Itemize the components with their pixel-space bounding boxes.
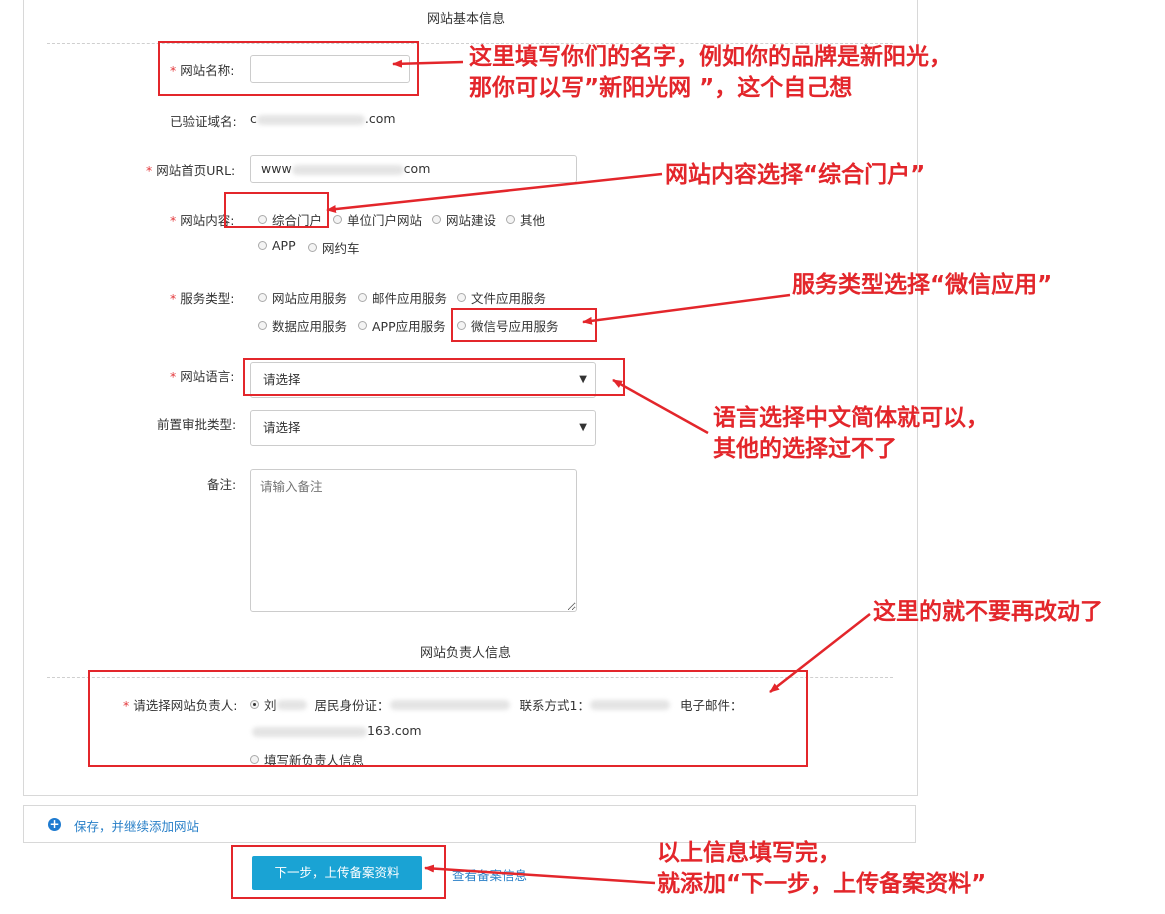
radio-icon xyxy=(250,755,259,764)
site-name-input[interactable] xyxy=(250,55,410,83)
annotation-box-language xyxy=(243,358,625,396)
section-divider xyxy=(47,43,893,44)
annotation-box-site-name xyxy=(158,41,419,96)
pre-approval-label: 前置审批类型: xyxy=(157,417,237,432)
content-option-app[interactable]: APP xyxy=(258,238,296,253)
content-option-site-building[interactable]: 网站建设 xyxy=(432,210,496,229)
service-type-label: *服务类型: xyxy=(170,291,235,306)
form-panel xyxy=(23,0,918,796)
radio-icon xyxy=(308,243,317,252)
radio-icon xyxy=(358,293,367,302)
content-option-org-portal[interactable]: 单位门户网站 xyxy=(333,210,422,229)
radio-icon xyxy=(333,215,342,224)
site-language-select[interactable]: 请选择 ▼ xyxy=(250,362,596,398)
owner-option-existing[interactable]: 刘 居民身份证： 联系方式1： 电子邮件： xyxy=(250,695,743,714)
site-content-label: *网站内容: xyxy=(170,213,235,228)
radio-icon xyxy=(457,321,466,330)
next-step-button[interactable]: 下一步，上传备案资料 xyxy=(252,856,422,890)
radio-icon xyxy=(258,321,267,330)
owner-select-label: *请选择网站负责人: xyxy=(123,698,238,713)
service-option-file[interactable]: 文件应用服务 xyxy=(457,288,546,307)
section-divider xyxy=(47,677,893,678)
chevron-down-icon: ▼ xyxy=(579,422,587,433)
service-option-web[interactable]: 网站应用服务 xyxy=(258,288,347,307)
service-option-mail[interactable]: 邮件应用服务 xyxy=(358,288,447,307)
radio-icon xyxy=(250,700,259,709)
radio-icon xyxy=(506,215,515,224)
annotation-box-owner xyxy=(88,670,808,767)
owner-info-title: 网站负责人信息 xyxy=(420,646,512,661)
homepage-url-label: *网站首页URL: xyxy=(146,163,236,178)
radio-icon xyxy=(457,293,466,302)
language-note: 语言选择中文简体就可以， 其他的选择过不了 xyxy=(713,405,989,462)
radio-icon xyxy=(432,215,441,224)
chevron-down-icon: ▼ xyxy=(579,374,587,385)
content-option-portal[interactable]: 综合门户 xyxy=(258,210,322,229)
content-option-other[interactable]: 其他 xyxy=(506,210,545,229)
owner-note: 这里的就不要再改动了 xyxy=(873,599,1103,625)
content-option-ride-hailing[interactable]: 网约车 xyxy=(308,238,360,257)
service-option-data[interactable]: 数据应用服务 xyxy=(258,316,347,335)
radio-icon xyxy=(258,241,267,250)
annotation-box-next xyxy=(231,845,446,899)
site-name-label: *网站名称: xyxy=(170,63,235,78)
radio-icon xyxy=(258,215,267,224)
service-note: 服务类型选择“微信应用” xyxy=(792,272,1053,298)
annotation-box-service xyxy=(451,308,597,342)
annotation-box-content xyxy=(224,192,329,228)
radio-icon xyxy=(358,321,367,330)
save-continue-link[interactable]: 保存，并继续添加网站 xyxy=(74,819,200,834)
radio-icon xyxy=(258,293,267,302)
site-name-note: 这里填写你们的名字，例如你的品牌是新阳光， 那你可以写”新阳光网 ”，这个自己想 xyxy=(469,44,952,101)
next-note: 以上信息填写完， 就添加“下一步，上传备案资料” xyxy=(657,840,987,897)
view-record-link[interactable]: 查看备案信息 xyxy=(452,868,528,883)
remark-label: 备注: xyxy=(207,477,237,492)
save-continue-bar: + 保存，并继续添加网站 xyxy=(23,805,916,843)
verified-domain-label: 已验证域名: xyxy=(170,114,237,129)
basic-info-title: 网站基本信息 xyxy=(427,12,506,27)
service-option-app[interactable]: APP应用服务 xyxy=(358,316,446,335)
verified-domain-value: c.com xyxy=(250,111,396,126)
site-language-label: *网站语言: xyxy=(170,369,235,384)
owner-email-value: 163.com xyxy=(252,723,422,738)
remark-textarea[interactable] xyxy=(250,469,577,612)
pre-approval-select[interactable]: 请选择 ▼ xyxy=(250,410,596,446)
content-note: 网站内容选择“综合门户” xyxy=(665,162,926,188)
plus-circle-icon: + xyxy=(48,817,61,831)
service-option-wechat[interactable]: 微信号应用服务 xyxy=(457,316,559,335)
owner-option-new[interactable]: 填写新负责人信息 xyxy=(250,750,364,769)
